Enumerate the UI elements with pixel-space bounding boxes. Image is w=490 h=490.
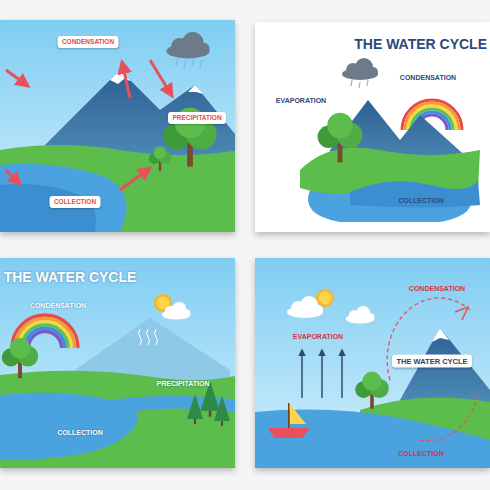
- stage-label: PRECIPITATION: [156, 380, 209, 387]
- stage-label: EVAPORATION: [276, 97, 326, 104]
- label-pill: PRECIPITATION: [168, 112, 226, 124]
- stage-label: CONDENSATION: [409, 285, 465, 292]
- card-title: THE WATER CYCLE: [4, 270, 137, 284]
- stage-label: CONDENSATION: [400, 74, 456, 81]
- card-title: THE WATER CYCLE: [354, 37, 487, 51]
- pill-text: PRECIPITATION: [172, 115, 221, 122]
- label-pill: COLLECTION: [50, 196, 101, 208]
- label-pill: THE WATER CYCLE: [392, 355, 472, 368]
- pill-text: COLLECTION: [54, 199, 96, 206]
- stage-label: EVAPORATION: [293, 333, 343, 340]
- stage-label: COLLECTION: [57, 429, 103, 436]
- stage-label: CONDENSATION: [30, 302, 86, 309]
- pill-text: THE WATER CYCLE: [396, 357, 467, 365]
- pill-text: CONDENSATION: [62, 39, 114, 46]
- stage-label: COLLECTION: [398, 450, 444, 457]
- label-pill: CONDENSATION: [58, 36, 119, 48]
- stage-label: COLLECTION: [398, 197, 444, 204]
